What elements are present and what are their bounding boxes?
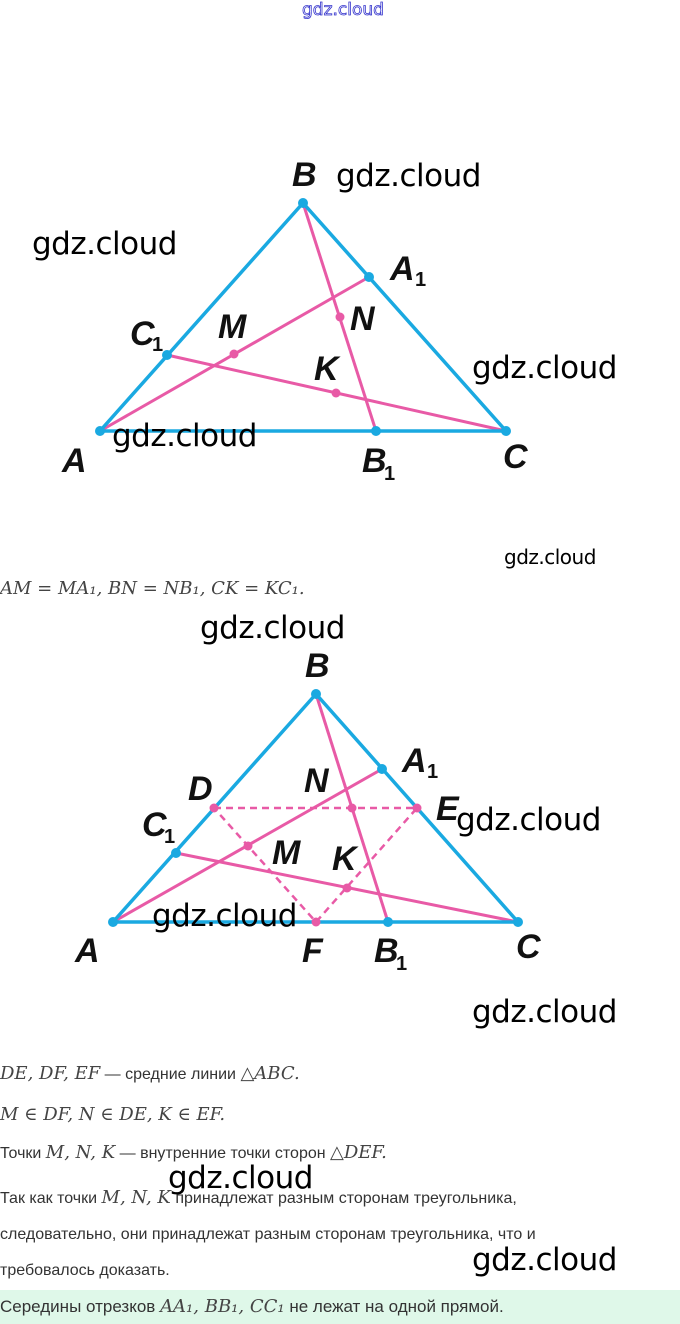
- watermark-top: gdz.cloud: [302, 0, 385, 20]
- watermark: gdz.cloud: [200, 610, 345, 646]
- label-C1: C: [130, 315, 155, 353]
- label-B1: B: [362, 442, 387, 480]
- watermark: gdz.cloud: [472, 994, 617, 1030]
- label-F: F: [302, 932, 324, 970]
- watermark: gdz.cloud: [32, 226, 177, 262]
- label-M: M: [218, 308, 247, 346]
- watermark: gdz.cloud: [152, 898, 297, 934]
- watermark: gdz.cloud: [112, 418, 257, 454]
- label-C1-2: C: [142, 806, 167, 844]
- watermark: gdz.cloud: [168, 1160, 313, 1196]
- label-C-2: C: [516, 928, 541, 966]
- label-K: K: [314, 350, 341, 388]
- highlight-text: Середины отрезков AA₁, BB₁, CC₁ не лежат…: [0, 1296, 504, 1317]
- svg-text:1: 1: [384, 463, 395, 485]
- svg-text:1: 1: [152, 334, 163, 356]
- label-N-2: N: [304, 762, 330, 800]
- text-line-3: Точки M, N, K — внутренние точки сторон …: [0, 1142, 387, 1163]
- watermark: gdz.cloud: [472, 350, 617, 386]
- watermark: gdz.cloud: [472, 1242, 617, 1278]
- text-line-4: Так как точки M, N, K принадлежат разным…: [0, 1187, 517, 1208]
- svg-text:1: 1: [415, 269, 426, 291]
- label-A1-2: A: [401, 742, 427, 780]
- label-A1: A: [389, 250, 415, 288]
- text-line-5: следовательно, они принадлежат разным ст…: [0, 1226, 536, 1243]
- equation-medians: AM = MA₁, BN = NB₁, CK = KC₁.: [0, 578, 305, 599]
- triangle-DEF: [211, 806, 420, 924]
- label-K-2: K: [332, 840, 359, 878]
- watermark: gdz.cloud: [504, 545, 596, 569]
- label-E: E: [436, 790, 460, 828]
- watermark: gdz.cloud: [456, 802, 601, 838]
- text-line-6: требовалось доказать.: [0, 1262, 170, 1279]
- label-B1-2: B: [374, 932, 399, 970]
- svg-text:1: 1: [427, 761, 438, 783]
- svg-text:1: 1: [396, 953, 407, 975]
- text-line-1: DE, DF, EF — средние линии △ABC.: [0, 1063, 300, 1084]
- label-A: A: [61, 442, 87, 480]
- highlight-box: [0, 1290, 680, 1324]
- label-D: D: [188, 770, 213, 808]
- text-line-2: M ∈ DF, N ∈ DE, K ∈ EF.: [0, 1104, 226, 1125]
- label-M-2: M: [272, 834, 301, 872]
- label-C: C: [503, 438, 528, 476]
- label-B-2: B: [305, 647, 330, 685]
- svg-text:1: 1: [164, 826, 175, 848]
- label-B: B: [292, 156, 317, 194]
- triangle-ABC: [96, 200, 510, 433]
- label-A-2: A: [74, 932, 100, 970]
- watermark: gdz.cloud: [336, 158, 481, 194]
- label-N: N: [350, 300, 376, 338]
